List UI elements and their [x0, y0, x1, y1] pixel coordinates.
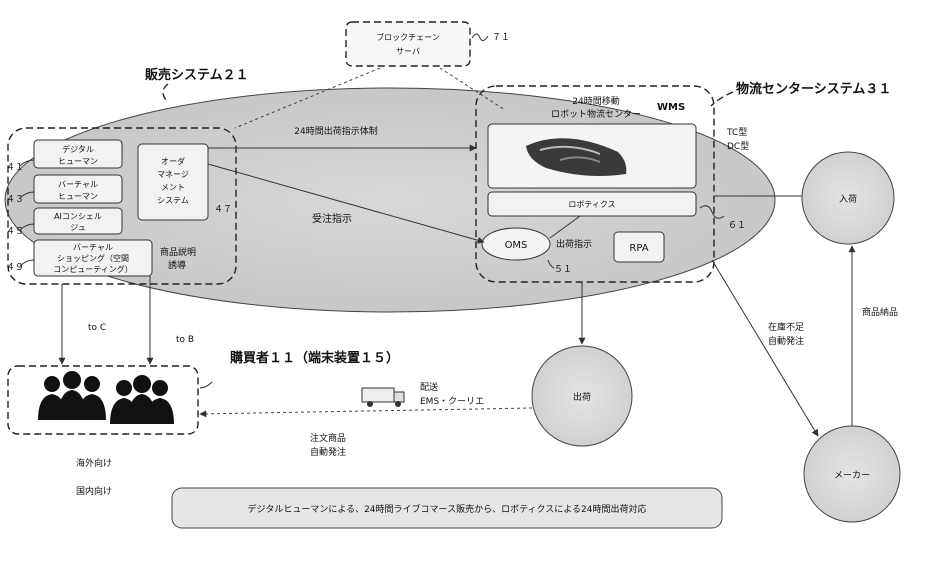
- virtual-shopping-label-3: コンピューティング）: [53, 264, 133, 274]
- purchaser-leader: [200, 382, 212, 388]
- delivery-arrow: [200, 408, 532, 414]
- product-delivery-label: 商品納品: [862, 306, 898, 318]
- order-auto-label-1: 注文商品: [310, 432, 346, 444]
- to-c-label: to C: [88, 323, 106, 333]
- outbound-label: 出荷: [573, 391, 591, 403]
- blockchain-server-label-2: サーバ: [396, 47, 420, 56]
- rpa-label: RPA: [629, 243, 648, 254]
- oms-label: OMS: [505, 240, 528, 251]
- people-group-icon-left: [38, 371, 106, 420]
- ref-47: ４７: [214, 205, 232, 215]
- digital-human-label-1: デジタル: [62, 144, 94, 154]
- ai-concierge-label-1: AIコンシェル: [54, 212, 102, 221]
- order-mgmt-label-2: マネージ: [157, 170, 189, 179]
- product-guide-label-1: 商品説明: [160, 246, 196, 258]
- blockchain-server-box: [346, 22, 470, 66]
- ai-concierge-label-2: ジュ: [70, 223, 85, 232]
- stock-shortage-label-1: 在庫不足: [768, 321, 804, 333]
- shipping-24h-label: 24時間出荷指示体制: [294, 125, 377, 137]
- logistics-system-label: 物流センターシステム３１: [736, 81, 891, 97]
- inbound-label: 入荷: [839, 194, 857, 205]
- order-management-box: [138, 144, 208, 220]
- virtual-human-label-2: ヒューマン: [58, 192, 98, 201]
- virtual-shopping-label-2: ショッピング（空間: [57, 253, 129, 263]
- order-mgmt-label-4: システム: [157, 196, 189, 205]
- delivery-truck-icon: [362, 388, 404, 407]
- virtual-shopping-label-1: バーチャル: [73, 243, 113, 252]
- delivery-label-2: EMS・クーリエ: [420, 396, 484, 407]
- ref-51: ５１: [554, 265, 572, 275]
- maker-label: メーカー: [834, 470, 870, 481]
- delivery-label-1: 配送: [420, 381, 438, 393]
- robotics-label: ロボティクス: [568, 200, 615, 209]
- order-mgmt-label-1: オーダ: [161, 156, 185, 166]
- order-auto-label-2: 自動発注: [310, 446, 346, 458]
- stock-shortage-arrow: [712, 260, 818, 436]
- dc-type-label: DC型: [727, 141, 749, 152]
- ref-71: ７１: [492, 33, 510, 43]
- order-instruction-label: 受注指示: [312, 212, 352, 225]
- wms-title-2: ロボット物流センター: [551, 108, 641, 120]
- tc-type-label: TC型: [726, 127, 747, 138]
- people-group-icon-right: [110, 375, 174, 424]
- to-b-label: to B: [176, 335, 194, 345]
- logistics-system-leader: [711, 92, 733, 106]
- sales-system-leader: [163, 84, 168, 102]
- purchaser-label: 購買者１１（端末装置１５）: [229, 350, 399, 366]
- order-mgmt-label-3: メント: [161, 183, 185, 192]
- virtual-human-label-1: バーチャル: [58, 180, 98, 189]
- shipping-instruction-label: 出荷指示: [556, 238, 592, 250]
- blockchain-server-label-1: ブロックチェーン: [376, 32, 440, 42]
- product-guide-label-2: 誘導: [168, 259, 186, 271]
- ref-leader-71: [472, 34, 488, 41]
- domestic-label: 国内向け: [76, 485, 112, 497]
- stock-shortage-label-2: 自動発注: [768, 335, 804, 347]
- caption-text: デジタルヒューマンによる、24時間ライブコマース販売から、ロボティクスによる24…: [248, 503, 647, 515]
- sales-system-label: 販売システム２１: [145, 67, 249, 83]
- ref-61: ６１: [728, 221, 746, 231]
- digital-human-label-2: ヒューマン: [58, 157, 98, 166]
- wms-label: WMS: [657, 102, 685, 113]
- wms-title-1: 24時間移動: [572, 95, 619, 107]
- overseas-label: 海外向け: [76, 457, 112, 469]
